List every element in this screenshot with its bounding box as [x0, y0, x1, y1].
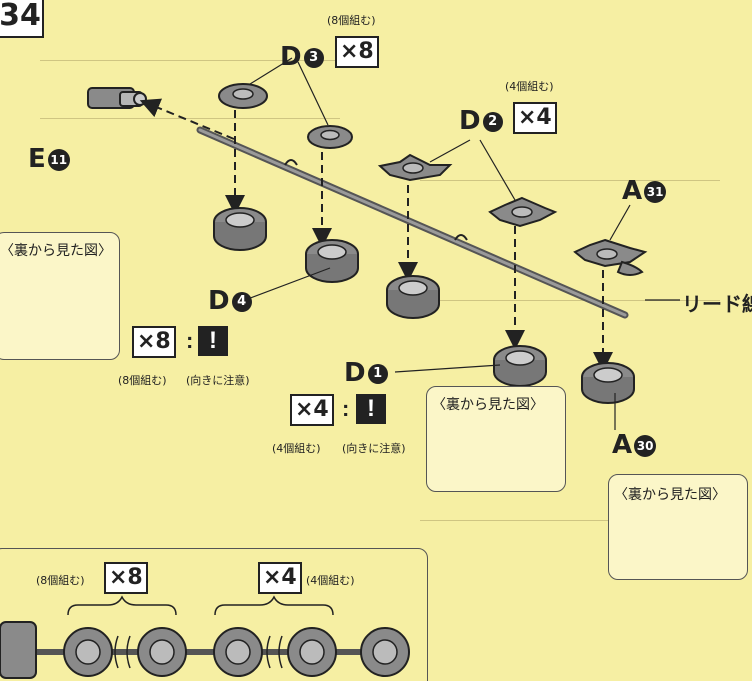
- bg-rule: [420, 520, 720, 521]
- d2-count-note: (4個組む): [505, 80, 554, 93]
- d1-caution-note: (向きに注意): [342, 442, 406, 455]
- d4-letter: D: [208, 286, 230, 316]
- bg-rule: [420, 300, 720, 301]
- d1-qty: ×4: [290, 394, 334, 426]
- back-view-label-2: 〈裏から見た図〉: [432, 397, 544, 413]
- bottom-panel: [0, 548, 428, 681]
- d3-qty: ×8: [335, 36, 379, 68]
- back-view-box-3: [608, 474, 748, 580]
- a30-letter: A: [612, 430, 633, 460]
- d1-letter: D: [344, 358, 366, 388]
- part-d4-cup-1: [213, 207, 267, 251]
- d1-number: 1: [367, 363, 388, 384]
- d4-colon: :: [186, 328, 194, 353]
- d2-letter: D: [459, 106, 481, 136]
- back-view-label-3: 〈裏から見た図〉: [614, 487, 726, 503]
- a30-number: 30: [634, 434, 657, 457]
- d3-count-note: (8個組む): [327, 14, 376, 27]
- part-d2-2: [488, 196, 558, 228]
- part-d1-cup-1: [386, 275, 440, 319]
- d3-number: 3: [303, 47, 324, 68]
- d3-letter: D: [280, 42, 302, 72]
- d1-caution-icon: !: [356, 394, 386, 424]
- bottom-panel-illustration: [0, 595, 410, 679]
- e11-letter: E: [28, 144, 46, 174]
- bottom-left-qty: ×8: [104, 562, 148, 594]
- bottom-right-note: (4個組む): [306, 574, 355, 587]
- d4-caution-icon: !: [198, 326, 228, 356]
- bg-rule: [40, 118, 340, 119]
- d2-number: 2: [482, 111, 503, 132]
- bottom-right-qty: ×4: [258, 562, 302, 594]
- step-number: 34: [0, 0, 44, 38]
- d4-caution-note: (向きに注意): [186, 374, 250, 387]
- part-d3-disc-1: [218, 83, 268, 109]
- part-e11: [87, 87, 147, 109]
- back-view-box-1: [0, 232, 120, 360]
- a31-letter: A: [622, 176, 643, 206]
- bottom-left-note: (8個組む): [36, 574, 85, 587]
- lead-wire-label: リード線: [682, 294, 752, 316]
- d2-qty: ×4: [513, 102, 557, 134]
- bg-rule: [40, 60, 340, 61]
- part-d3-disc-2: [307, 125, 353, 149]
- part-d1-cup-2: [493, 345, 547, 387]
- d1-colon: :: [342, 396, 350, 421]
- d4-count-note: (8個組む): [118, 374, 167, 387]
- bg-rule: [420, 180, 720, 181]
- part-a31: [573, 238, 648, 276]
- d4-number: 4: [231, 291, 252, 312]
- e11-number: 11: [47, 148, 70, 171]
- a31-number: 31: [644, 180, 667, 203]
- part-d4-cup-2: [305, 239, 359, 283]
- back-view-label-1: 〈裏から見た図〉: [0, 243, 112, 259]
- part-a30: [581, 362, 635, 404]
- d1-count-note: (4個組む): [272, 442, 321, 455]
- d4-qty: ×8: [132, 326, 176, 358]
- part-d2-1: [377, 153, 453, 182]
- back-view-box-2: [426, 386, 566, 492]
